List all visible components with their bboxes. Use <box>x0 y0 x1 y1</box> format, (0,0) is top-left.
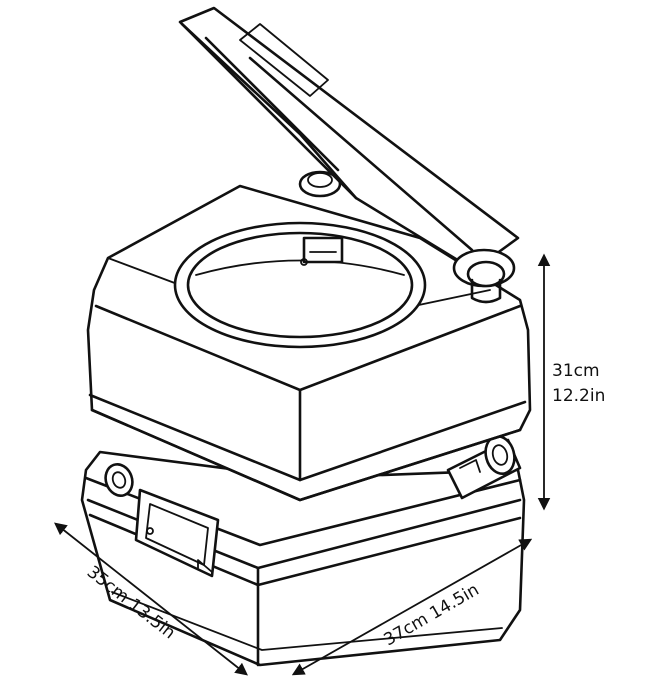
height-imperial-label: 12.2in <box>552 386 605 406</box>
height-dimension: 31cm 12.2in <box>537 253 605 511</box>
tank-valve-knob <box>104 463 134 497</box>
depth-arrow <box>54 522 248 676</box>
width-arrow <box>291 538 533 676</box>
bowl-latch <box>300 236 344 266</box>
height-metric-label: 31cm <box>552 361 600 381</box>
seat-bowl <box>173 221 427 349</box>
flush-pump <box>452 248 516 304</box>
rear-hinge <box>298 170 342 198</box>
